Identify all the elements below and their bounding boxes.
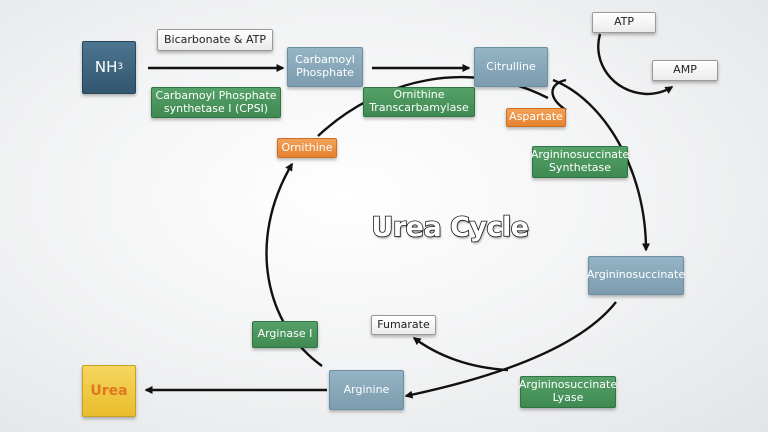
arrow-atp-to-amp [597,33,674,96]
node-bicarbonate-atp[interactable]: Bicarbonate & ATP [157,29,273,51]
enzyme-otc[interactable]: Ornithine Transcarbamylase [363,87,475,117]
arrow-citrulline-to-argininosuccinate [552,78,650,252]
aspartate-label: Aspartate [509,110,563,124]
node-carbamoyl-phosphate[interactable]: Carbamoyl Phosphate [287,47,363,87]
enzyme-cps1[interactable]: Carbamoyl Phosphate synthetase I (CPSI) [151,87,281,118]
arrow-fumarate-out [412,337,509,372]
node-atp[interactable]: ATP [592,12,656,33]
node-fumarate[interactable]: Fumarate [371,315,436,335]
citrulline-label: Citrulline [486,59,536,73]
node-ornithine[interactable]: Ornithine [277,138,337,158]
atp-label: ATP [613,15,635,29]
arrow-arginine-to-ornithine [265,162,323,367]
cps1-label: Carbamoyl Phosphate synthetase I (CPSI) [155,88,277,115]
nh3-label: NH [94,57,118,76]
amp-label: AMP [673,63,697,77]
argininosuccinate-label: Argininosuccinate [586,268,686,282]
urea-label: Urea [90,382,128,399]
arginine-label: Arginine [343,382,390,396]
node-amp[interactable]: AMP [652,60,718,81]
asl-label: Argininosuccinate Lyase [518,378,618,404]
node-urea[interactable]: Urea [82,365,136,417]
diagram-title: Urea Cycle [371,211,530,244]
arrow-aspartate-in [551,78,567,111]
ass-label: Argininosuccinate Synthetase [530,148,630,174]
fumarate-label: Fumarate [377,317,430,331]
enzyme-asl[interactable]: Argininosuccinate Lyase [518,376,618,408]
ornithine-label: Ornithine [281,140,333,154]
enzyme-arginase[interactable]: Arginase I [252,321,318,348]
node-aspartate[interactable]: Aspartate [506,108,566,127]
node-argininosuccinate[interactable]: Argininosuccinate [586,256,686,295]
carbamoyl-phosphate-label: Carbamoyl Phosphate [295,53,355,79]
bicarbonate-atp-label: Bicarbonate & ATP [163,32,266,46]
arrow-argininosuccinate-to-arginine [404,301,617,399]
node-arginine[interactable]: Arginine [329,370,404,410]
node-citrulline[interactable]: Citrulline [474,47,548,87]
otc-label: Ornithine Transcarbamylase [369,88,469,114]
nh3-subscript: 3 [117,62,124,73]
arginase-label: Arginase I [257,327,313,341]
enzyme-ass[interactable]: Argininosuccinate Synthetase [530,146,630,178]
